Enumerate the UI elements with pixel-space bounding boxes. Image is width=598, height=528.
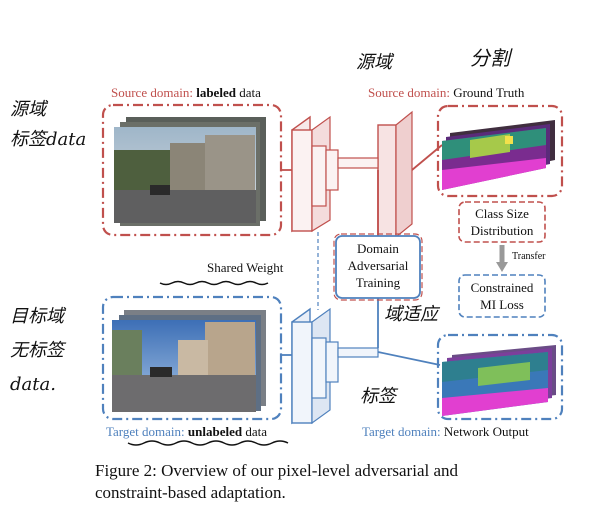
network-output-stack <box>442 345 556 416</box>
handwritten-note-source-domain: 源域 <box>356 52 392 73</box>
source-gt-label: Source domain: Ground Truth <box>368 85 525 100</box>
constrained-mi-box <box>458 274 546 318</box>
handwritten-note-target: 目标域 无标签 data. <box>10 306 64 395</box>
target-image-stack <box>112 310 266 412</box>
source-image-stack <box>114 117 266 226</box>
domain-adversarial-box <box>335 235 421 299</box>
source-encoder <box>291 115 339 233</box>
figure-caption: Figure 2: Overview of our pixel-level ad… <box>95 461 459 502</box>
handwritten-underline <box>127 440 289 446</box>
target-image-frame <box>101 295 283 421</box>
shared-weight-label: Shared Weight <box>207 260 284 275</box>
domain-adversarial-text: Domain Adversarial Training <box>347 241 409 290</box>
handwritten-note-segmentation: 分割 <box>470 46 510 70</box>
handwritten-underline-source <box>159 280 269 286</box>
ground-truth-frame <box>436 104 564 198</box>
diagram-canvas <box>101 103 564 446</box>
constrained-mi-text: Constrained MI Loss <box>470 280 534 312</box>
target-encoder <box>291 307 339 425</box>
handwritten-note-source: 源域 标签data <box>10 99 87 150</box>
ground-truth-stack <box>442 120 555 190</box>
source-decoder <box>377 110 413 239</box>
class-size-text: Class Size Distribution <box>470 206 534 238</box>
class-size-box <box>458 201 546 243</box>
handwritten-note-domain-adaptation: 域适应 <box>384 304 438 325</box>
target-output-label: Target domain: Network Output <box>362 424 529 439</box>
source-data-label: Source domain: labeled data <box>111 85 261 100</box>
target-data-label: Target domain: unlabeled data <box>106 424 267 439</box>
handwritten-note-label: 标签 <box>360 386 396 407</box>
transfer-label: Transfer <box>512 251 546 262</box>
